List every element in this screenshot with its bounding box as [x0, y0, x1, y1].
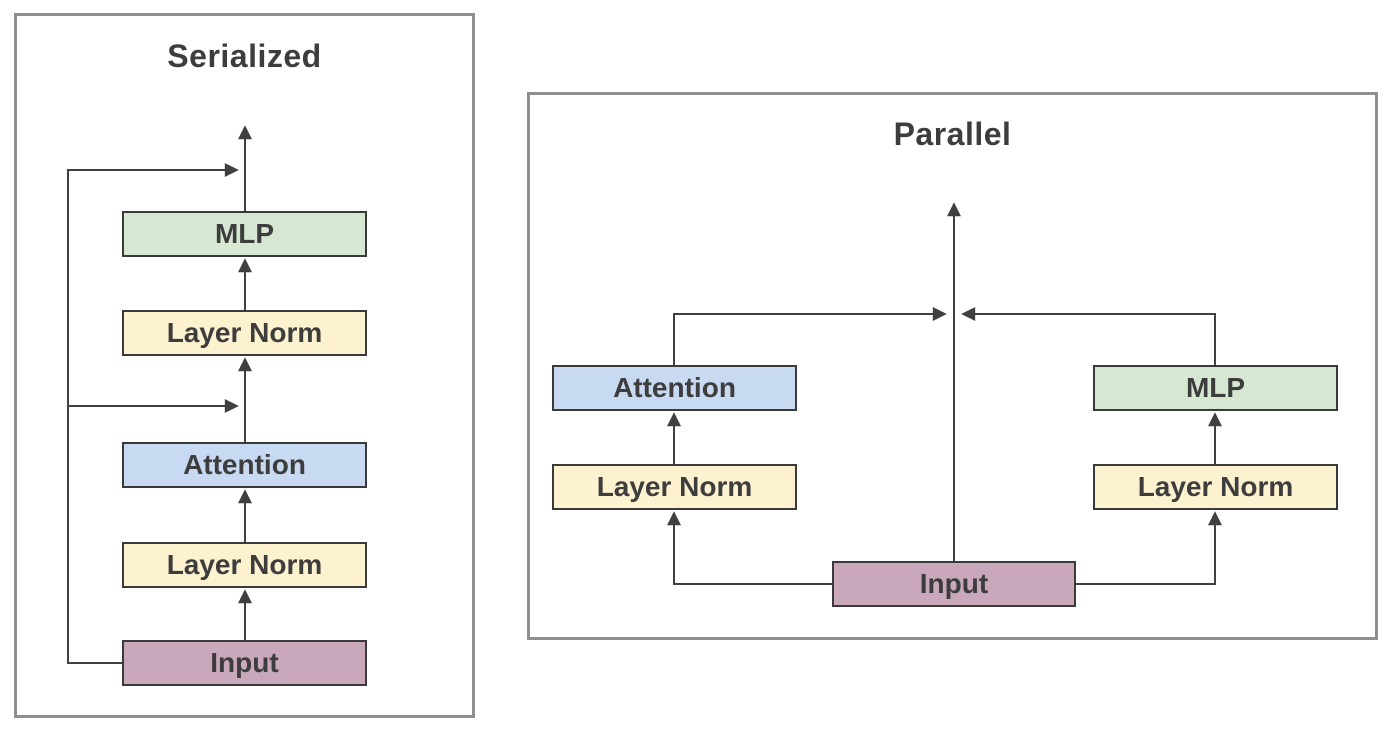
serialized-connectors: [67, 125, 252, 664]
parallel-input-to-right-layernorm-arrow: [1076, 511, 1222, 585]
parallel-input-box: Input: [832, 561, 1076, 607]
parallel-mlp-merge-arrow: [961, 307, 1216, 365]
parallel-layer-norm-right-box: Layer Norm: [1093, 464, 1338, 510]
parallel-attention-merge-arrow: [673, 307, 947, 365]
parallel-mlp-box: MLP: [1093, 365, 1338, 411]
parallel-panel-border: [527, 92, 1378, 640]
serialized-layer-norm-bottom-box: Layer Norm: [122, 542, 367, 588]
serialized-input-box: Input: [122, 640, 367, 686]
parallel-title: Parallel: [893, 116, 1012, 152]
parallel-input-to-left-layernorm-arrow: [667, 511, 832, 585]
serialized-mlp-box: MLP: [122, 211, 367, 257]
serialized-residual-skip-outer: [67, 163, 239, 664]
parallel-attention-box: Attention: [552, 365, 797, 411]
serialized-title: Serialized: [167, 38, 322, 74]
serialized-layer-norm-top-box: Layer Norm: [122, 310, 367, 356]
parallel-connectors: [667, 202, 1222, 585]
parallel-layer-norm-left-box: Layer Norm: [552, 464, 797, 510]
serialized-panel-border: [14, 13, 475, 718]
serialized-attention-box: Attention: [122, 442, 367, 488]
